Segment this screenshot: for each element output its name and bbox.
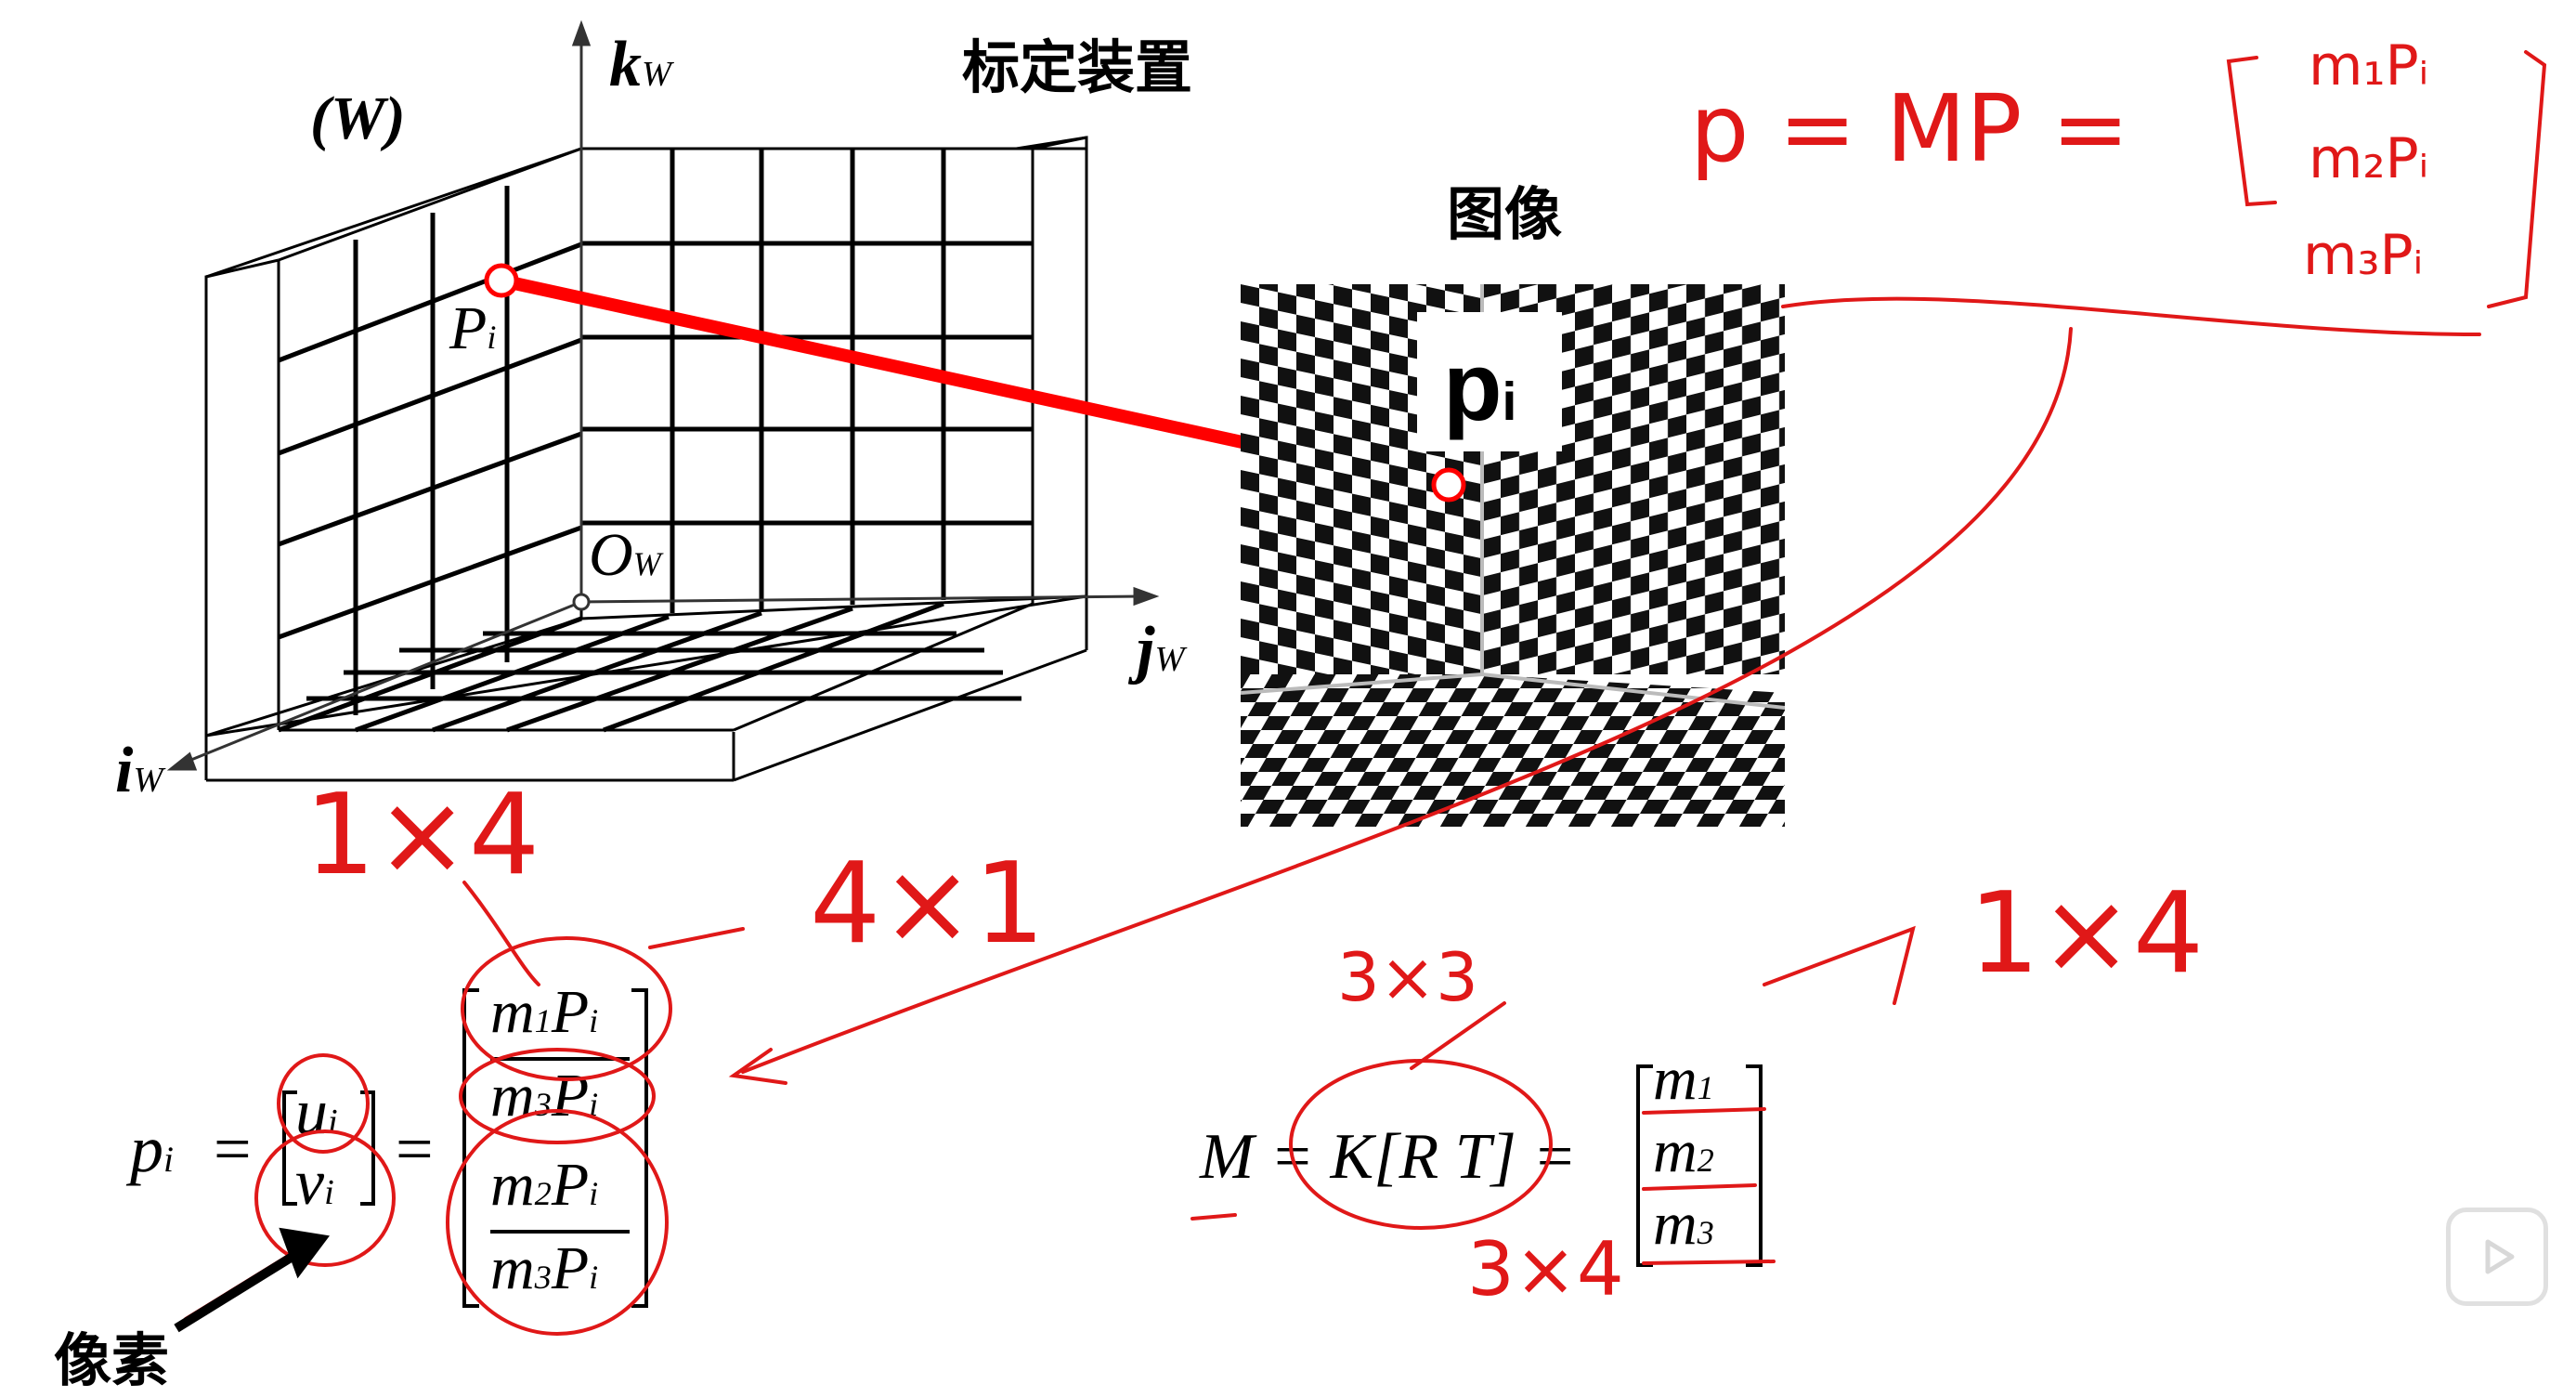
eq2-lhs: M = K[R T] = bbox=[1200, 1121, 1577, 1193]
play-icon bbox=[2485, 1239, 2515, 1274]
eq1-v: vi bbox=[295, 1147, 334, 1219]
axis-j-label: jW bbox=[1137, 614, 1185, 685]
device-title: 标定装置 bbox=[962, 33, 1193, 101]
axis-i-line bbox=[181, 600, 582, 765]
world-frame-label: (W) bbox=[310, 85, 406, 152]
annotation-top-formula: p = MP = bbox=[1690, 74, 2129, 183]
eq2-m1: m1 bbox=[1653, 1045, 1714, 1113]
world-point-marker bbox=[484, 263, 519, 298]
annotation-3x4: 3×4 bbox=[1467, 1226, 1624, 1312]
eq2-m2: m2 bbox=[1653, 1117, 1714, 1185]
axis-j-arrowhead bbox=[1133, 586, 1160, 607]
eq1-row1-den: m3Pi bbox=[490, 1062, 599, 1129]
eq1-equals-a: = bbox=[214, 1112, 252, 1186]
play-button[interactable] bbox=[2446, 1208, 2548, 1306]
eq1-row2-den: m3Pi bbox=[490, 1234, 599, 1302]
annotation-1x4-right: 1×4 bbox=[1969, 869, 2205, 999]
axis-i-arrowhead bbox=[166, 751, 198, 771]
eq2-m3: m3 bbox=[1653, 1190, 1714, 1258]
axis-k-label: kW bbox=[609, 29, 672, 100]
eq1-u: ui bbox=[295, 1077, 338, 1148]
annotation-1x4-left: 1×4 bbox=[305, 771, 540, 900]
pixel-label: 像素 bbox=[54, 1326, 170, 1394]
axis-i-label: iW bbox=[115, 735, 163, 806]
eq1-equals-b: = bbox=[396, 1112, 434, 1186]
eq1-lhs: pi bbox=[130, 1112, 174, 1186]
annotation-top-m2: m₂Pᵢ bbox=[2309, 126, 2429, 191]
axis-k-arrowhead bbox=[571, 20, 592, 46]
eq1-row1-num: m1Pi bbox=[490, 978, 599, 1046]
origin-point bbox=[572, 593, 591, 611]
annotation-top-m3: m₃Pᵢ bbox=[2303, 223, 2424, 288]
world-point-label: Pi bbox=[449, 294, 497, 362]
image-point-label: pi bbox=[1443, 333, 1517, 441]
annotation-top-m1: m₁Pᵢ bbox=[2309, 33, 2429, 98]
annotation-3x3: 3×3 bbox=[1337, 938, 1478, 1016]
eq1-row2-num: m2Pi bbox=[490, 1151, 599, 1219]
annotation-4x1: 4×1 bbox=[810, 840, 1046, 969]
origin-label: OW bbox=[589, 521, 661, 589]
image-title: 图像 bbox=[1447, 180, 1563, 248]
